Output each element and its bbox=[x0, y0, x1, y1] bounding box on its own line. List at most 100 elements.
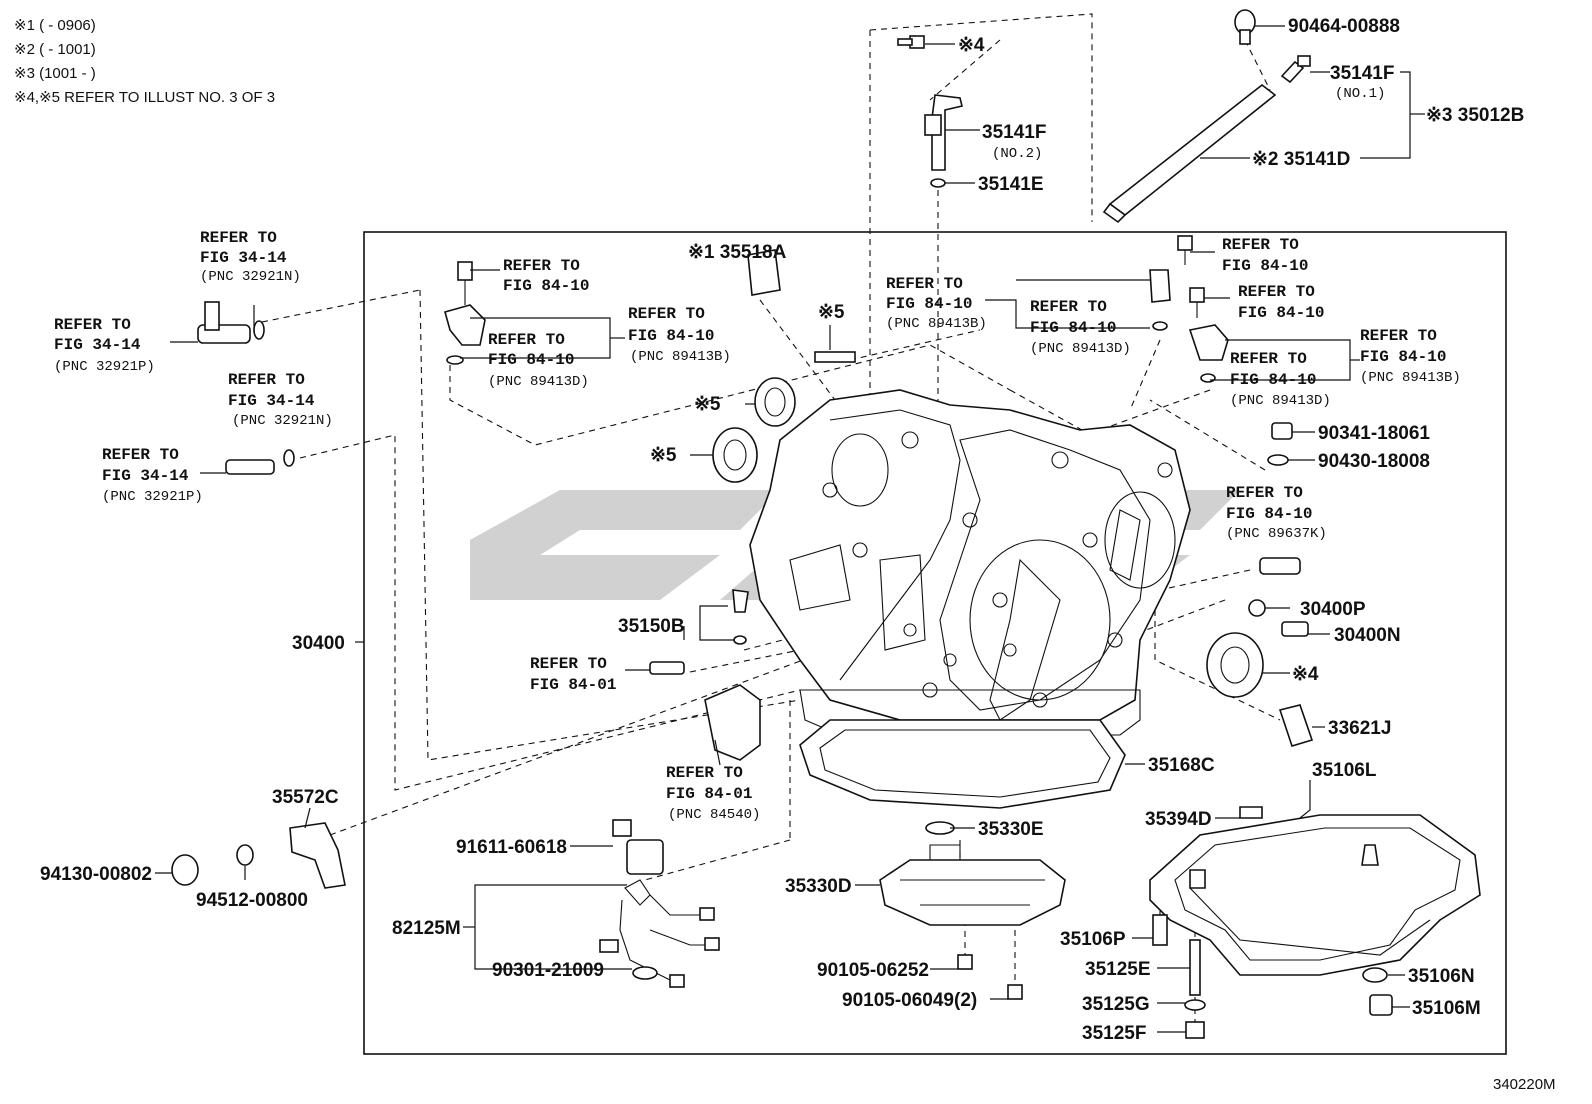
svg-text:(PNC 89413B): (PNC 89413B) bbox=[1360, 370, 1461, 386]
svg-text:REFER TO: REFER TO bbox=[1230, 350, 1307, 368]
svg-text:REFER TO: REFER TO bbox=[488, 331, 565, 349]
svg-text:(PNC 89413D): (PNC 89413D) bbox=[1230, 393, 1331, 409]
svg-text:FIG 84-10: FIG 84-10 bbox=[503, 277, 589, 295]
svg-text:(PNC 32921N): (PNC 32921N) bbox=[200, 269, 301, 285]
note-3: ※3 (1001 - ) bbox=[14, 65, 96, 82]
label-35394D: 35394D bbox=[1145, 809, 1212, 830]
label-35150B: 35150B bbox=[618, 616, 685, 637]
label-35168C: 35168C bbox=[1148, 755, 1215, 776]
part-labels: 90464-00888 35141F (NO.1) ※3 35012B ※2 3… bbox=[40, 16, 1524, 1044]
svg-text:REFER TO: REFER TO bbox=[530, 655, 607, 673]
oil-pan bbox=[1149, 806, 1481, 1039]
svg-text:(PNC 32921N): (PNC 32921N) bbox=[232, 413, 333, 429]
note-4: ※4,※5 REFER TO ILLUST NO. 3 OF 3 bbox=[14, 89, 275, 106]
label-mark4-seal: ※4 bbox=[1292, 664, 1319, 685]
label-mark5-bolt: ※5 bbox=[818, 302, 845, 323]
label-30400: 30400 bbox=[292, 633, 345, 654]
svg-text:REFER TO: REFER TO bbox=[200, 229, 277, 247]
ref-fig-84-10-bolt-left: REFER TO FIG 84-10 bbox=[503, 257, 589, 295]
svg-text:(PNC 89413D): (PNC 89413D) bbox=[488, 374, 589, 390]
ref-fig-34-14-mid: REFER TO FIG 34-14 (PNC 32921N) bbox=[228, 371, 333, 429]
label-35141F-no2: 35141F bbox=[982, 122, 1046, 143]
label-30400N: 30400N bbox=[1334, 625, 1401, 646]
label-94512-00800: 94512-00800 bbox=[196, 890, 308, 911]
watermark-text: CSS bbox=[1230, 599, 1235, 601]
label-82125M: 82125M bbox=[392, 918, 461, 939]
oil-strainer bbox=[879, 821, 1066, 1000]
label-35106M: 35106M bbox=[1412, 998, 1481, 1019]
ref-fig-84-01-84540: REFER TO FIG 84-01 (PNC 84540) bbox=[666, 764, 760, 823]
svg-text:FIG 34-14: FIG 34-14 bbox=[102, 467, 189, 485]
label-90464-00888: 90464-00888 bbox=[1288, 16, 1400, 37]
speed-sensors bbox=[444, 235, 1314, 747]
ref-fig-84-10-89637K: REFER TO FIG 84-10 (PNC 89637K) bbox=[1226, 484, 1327, 542]
label-90301-21009: 90301-21009 bbox=[492, 960, 604, 981]
svg-text:FIG 84-10: FIG 84-10 bbox=[1230, 371, 1316, 389]
svg-text:FIG 84-10: FIG 84-10 bbox=[1030, 319, 1116, 337]
svg-text:FIG 34-14: FIG 34-14 bbox=[200, 249, 287, 267]
svg-text:(PNC 32921P): (PNC 32921P) bbox=[102, 489, 203, 505]
label-90105-06049: 90105-06049(2) bbox=[842, 990, 977, 1011]
label-mark4-top: ※4 bbox=[958, 35, 985, 56]
svg-text:REFER TO: REFER TO bbox=[1030, 298, 1107, 316]
ref-fig-84-10-89413B-right: REFER TO FIG 84-10 (PNC 89413B) bbox=[1360, 327, 1461, 386]
svg-text:FIG 84-10: FIG 84-10 bbox=[1238, 304, 1324, 322]
label-35125F: 35125F bbox=[1082, 1023, 1146, 1044]
label-90430-18008: 90430-18008 bbox=[1318, 451, 1430, 472]
ref-fig-84-10-89413D-center: REFER TO FIG 84-10 (PNC 89413D) bbox=[1030, 298, 1131, 357]
label-35106N: 35106N bbox=[1408, 966, 1475, 987]
ref-fig-34-14-upper: REFER TO FIG 34-14 (PNC 32921N) bbox=[200, 229, 301, 285]
label-35125E: 35125E bbox=[1085, 959, 1151, 980]
svg-text:REFER TO: REFER TO bbox=[1238, 283, 1315, 301]
svg-text:REFER TO: REFER TO bbox=[228, 371, 305, 389]
label-35141D: ※2 35141D bbox=[1252, 149, 1350, 170]
label-35330E: 35330E bbox=[978, 819, 1044, 840]
wire-harness bbox=[599, 819, 720, 988]
ref-fig-84-10-89413B-left: REFER TO FIG 84-10 (PNC 89413B) bbox=[628, 305, 731, 365]
ref-fig-84-10-89413D-left: REFER TO FIG 84-10 (PNC 89413D) bbox=[488, 331, 589, 390]
misc-parts bbox=[171, 589, 761, 889]
ref-fig-84-10-89413B-center: REFER TO FIG 84-10 (PNC 89413B) bbox=[886, 275, 987, 332]
label-33621J: 33621J bbox=[1328, 718, 1391, 739]
svg-text:REFER TO: REFER TO bbox=[1226, 484, 1303, 502]
svg-text:(PNC 89637K): (PNC 89637K) bbox=[1226, 526, 1327, 542]
svg-text:FIG 34-14: FIG 34-14 bbox=[54, 336, 141, 354]
svg-text:(PNC 89413D): (PNC 89413D) bbox=[1030, 341, 1131, 357]
svg-text:(PNC 89413B): (PNC 89413B) bbox=[886, 316, 987, 332]
svg-text:FIG 84-10: FIG 84-10 bbox=[488, 351, 574, 369]
label-35106P: 35106P bbox=[1060, 929, 1126, 950]
assembly-frame bbox=[363, 231, 1507, 1055]
note-2: ※2 ( - 1001) bbox=[14, 41, 96, 58]
svg-text:REFER TO: REFER TO bbox=[666, 764, 743, 782]
svg-text:REFER TO: REFER TO bbox=[1222, 236, 1299, 254]
ref-fig-84-01-bolt: REFER TO FIG 84-01 bbox=[530, 655, 616, 694]
ref-fig-34-14-left: REFER TO FIG 34-14 (PNC 32921P) bbox=[54, 316, 155, 375]
label-30400P: 30400P bbox=[1300, 599, 1366, 620]
label-no2: (NO.2) bbox=[992, 146, 1042, 162]
label-35125G: 35125G bbox=[1082, 994, 1150, 1015]
svg-text:REFER TO: REFER TO bbox=[628, 305, 705, 323]
svg-text:FIG 34-14: FIG 34-14 bbox=[228, 392, 315, 410]
oil-tubes bbox=[897, 9, 1311, 224]
ref-fig-84-10-bolt-right-b: REFER TO FIG 84-10 bbox=[1238, 283, 1324, 322]
svg-text:(PNC 89413B): (PNC 89413B) bbox=[630, 349, 731, 365]
svg-text:FIG 84-10: FIG 84-10 bbox=[886, 295, 972, 313]
svg-text:REFER TO: REFER TO bbox=[886, 275, 963, 293]
label-94130-00802: 94130-00802 bbox=[40, 864, 152, 885]
ref-fig-84-10-bolt-right-a: REFER TO FIG 84-10 bbox=[1222, 236, 1308, 275]
svg-text:FIG 84-10: FIG 84-10 bbox=[1360, 348, 1446, 366]
label-mark5-seal-b: ※5 bbox=[650, 445, 677, 466]
label-35141E: 35141E bbox=[978, 174, 1044, 195]
svg-text:(PNC 84540): (PNC 84540) bbox=[668, 807, 760, 823]
leader-lines bbox=[155, 25, 1425, 1033]
svg-text:REFER TO: REFER TO bbox=[54, 316, 131, 334]
ref-fig-34-14-lower: REFER TO FIG 34-14 (PNC 32921P) bbox=[102, 446, 203, 505]
svg-text:(PNC 32921P): (PNC 32921P) bbox=[54, 359, 155, 375]
svg-text:REFER TO: REFER TO bbox=[102, 446, 179, 464]
label-35518A: ※1 35518A bbox=[688, 242, 787, 263]
label-35106L: 35106L bbox=[1312, 760, 1377, 781]
cooler-fittings bbox=[197, 301, 295, 475]
svg-text:REFER TO: REFER TO bbox=[1360, 327, 1437, 345]
